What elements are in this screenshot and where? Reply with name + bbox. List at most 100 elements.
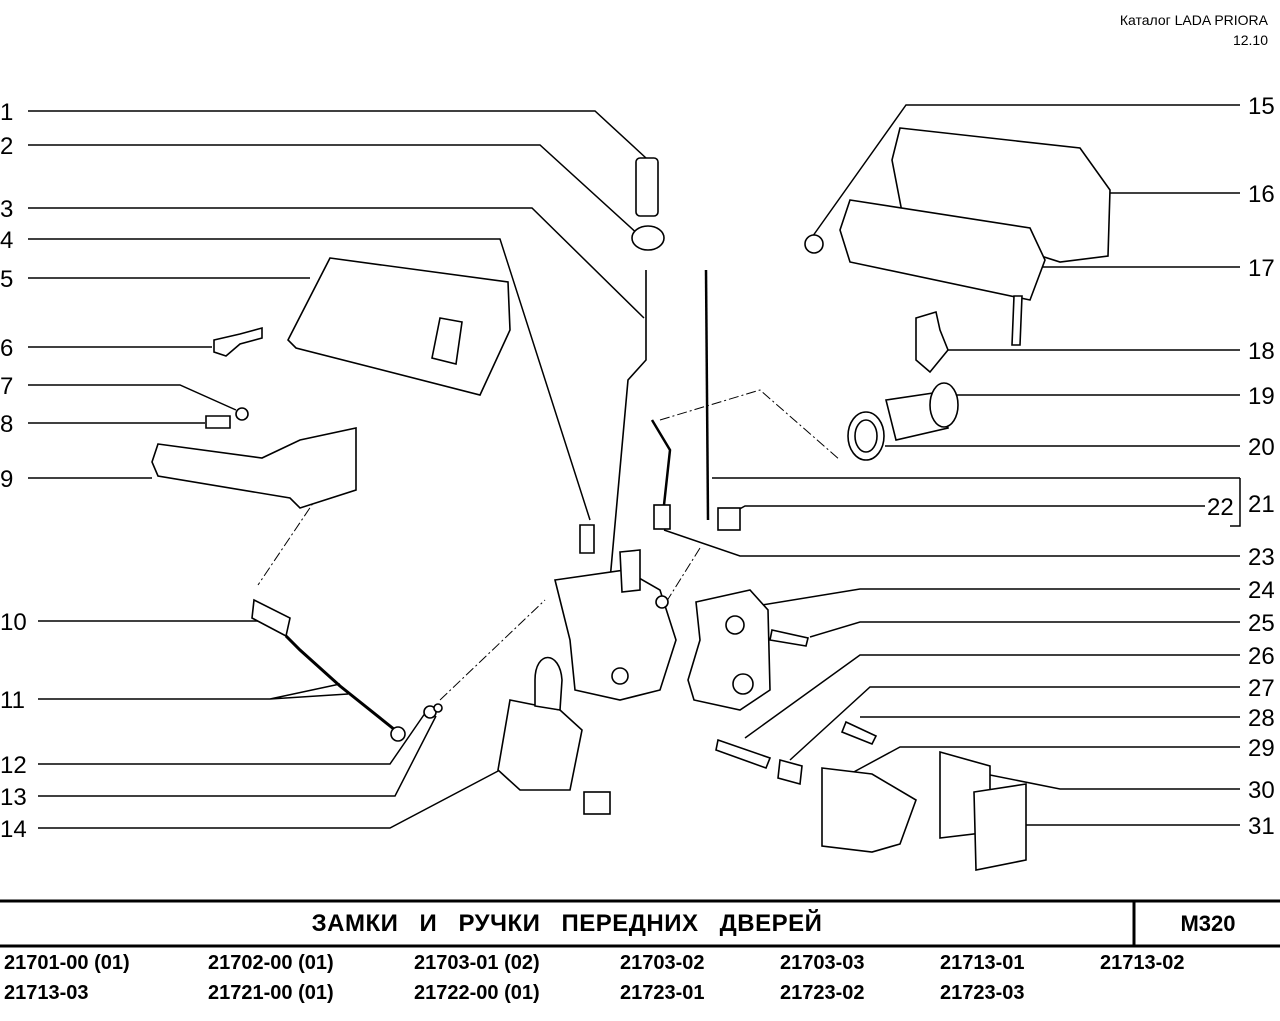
lock-cover: [687, 589, 771, 711]
outer-handle-base: [891, 127, 1111, 263]
knob-rod: [609, 270, 647, 581]
callout-28: 28: [1248, 705, 1275, 732]
rod-end: [390, 726, 406, 742]
model-code: 21713-01: [940, 952, 1025, 974]
leader-25: [809, 621, 1240, 638]
callout-24: 24: [1248, 577, 1275, 604]
callout-21: 21: [1248, 491, 1275, 518]
leader-12: [38, 705, 431, 765]
leader-29: [849, 746, 1240, 775]
leader-1: [28, 110, 647, 159]
model-code: 21701-00 (01): [4, 952, 130, 974]
trim-cap: [213, 326, 263, 357]
inner-handle-bezel: [287, 257, 511, 396]
actuator-boot: [534, 656, 563, 711]
catalog-header: Каталог LADA PRIORA 12.10: [1120, 10, 1268, 50]
inner-handle: [151, 427, 357, 509]
washer: [235, 407, 249, 421]
rod-clip: [579, 524, 595, 554]
callout-26: 26: [1248, 643, 1275, 670]
assembly-line-cylinder: [659, 389, 841, 461]
cover-hole-top: [725, 615, 745, 635]
model-code: 21723-01: [620, 982, 705, 1004]
catalog-title: Каталог LADA PRIORA: [1119, 12, 1268, 28]
cover-screw: [769, 629, 809, 647]
callout-16: 16: [1248, 181, 1275, 208]
outer-handle-rod: [704, 269, 710, 521]
leader-26: [744, 654, 1240, 739]
callout-17: 17: [1248, 255, 1275, 282]
callout-12: 12: [0, 752, 27, 779]
handle-rod: [284, 634, 396, 732]
callout-18: 18: [1248, 338, 1275, 365]
outer-handle: [839, 199, 1046, 301]
cover-hole-bottom: [732, 673, 754, 695]
rod-bushing: [433, 703, 443, 713]
striker-bolt: [715, 738, 772, 770]
model-code: 21703-02: [620, 952, 705, 974]
callout-20: 20: [1248, 434, 1275, 461]
lock-spring: [611, 667, 629, 685]
striker-backing-plate: [973, 783, 1027, 871]
outer-handle-arm: [1011, 295, 1023, 346]
model-code: 21723-02: [780, 982, 865, 1004]
callout-27: 27: [1248, 675, 1275, 702]
leader-7: [28, 384, 237, 411]
model-code: 21713-02: [1100, 952, 1185, 974]
callout-15: 15: [1248, 93, 1275, 120]
leader-24: [761, 588, 1240, 606]
catalog-date: 12.10: [1232, 32, 1268, 48]
model-code: 21722-00 (01): [414, 982, 540, 1004]
callout-5: 5: [0, 266, 13, 293]
model-code: 21703-01 (02): [414, 952, 540, 974]
leader-3: [28, 207, 645, 319]
striker-spacer: [777, 758, 803, 786]
actuator-connector: [583, 791, 611, 815]
model-code: 21702-00 (01): [208, 952, 334, 974]
callout-7: 7: [0, 373, 13, 400]
callout-29: 29: [1248, 735, 1275, 762]
cylinder-face: [929, 382, 959, 428]
rod-clip-outer: [717, 507, 741, 531]
callout-4: 4: [0, 227, 13, 254]
lock-actuator: [497, 699, 583, 791]
callout-3: 3: [0, 196, 13, 223]
callout-14: 14: [0, 816, 27, 843]
callout-25: 25: [1248, 610, 1275, 637]
callout-9: 9: [0, 466, 13, 493]
callout-22: 22: [1207, 494, 1234, 521]
model-code: 21703-03: [780, 952, 865, 974]
callout-8: 8: [0, 411, 13, 438]
callout-13: 13: [0, 784, 27, 811]
leader-22: [733, 505, 1205, 513]
callout-11: 11: [0, 687, 25, 714]
leader-30: [989, 774, 1240, 790]
callout-30: 30: [1248, 777, 1275, 804]
leader-4: [28, 238, 591, 521]
callout-23: 23: [1248, 544, 1275, 571]
model-code: 21721-00 (01): [208, 982, 334, 1004]
leader-23: [663, 529, 1240, 557]
cylinder-retainer: [915, 310, 949, 374]
cylinder-rod: [650, 419, 672, 506]
cylinder-seal-inner: [854, 419, 878, 453]
callout-19: 19: [1248, 383, 1275, 410]
leader-14: [38, 769, 501, 829]
lock-knob: [635, 157, 659, 217]
rod-clip-cylinder: [653, 504, 671, 530]
leader-27: [789, 686, 1240, 761]
leader-lines: [28, 104, 1241, 829]
leader-13: [38, 715, 437, 797]
callout-6: 6: [0, 335, 13, 362]
door-striker: [821, 767, 917, 853]
knob-bushing: [631, 225, 665, 251]
page-title: ЗАМКИ И РУЧКИ ПЕРЕДНИХ ДВЕРЕЙ: [311, 910, 823, 937]
handle-link: [251, 598, 291, 638]
model-code: 21723-03: [940, 982, 1025, 1004]
callout-2: 2: [0, 133, 13, 160]
lock-pivot: [655, 595, 669, 609]
assembly-line-lock: [654, 547, 701, 621]
leader-11: [38, 683, 349, 700]
callout-1: 1: [0, 99, 13, 126]
lock-lever: [619, 549, 641, 593]
